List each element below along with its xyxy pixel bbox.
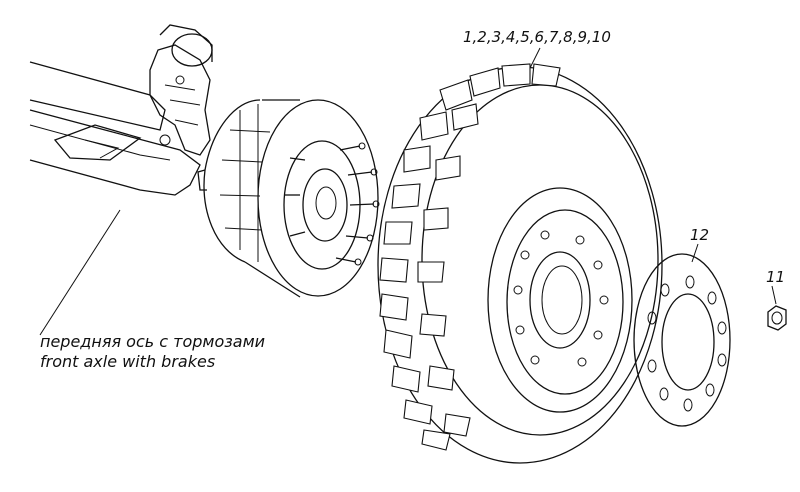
axle-caption-ru: передняя ось с тормозами (40, 332, 266, 351)
clamp-ring-icon (633, 253, 731, 427)
brake-drum-hub-icon (197, 99, 380, 298)
front-axle-icon (29, 24, 213, 196)
wheel-nut-icon (767, 305, 787, 331)
nut-callout: 11 (766, 268, 786, 286)
leader-lines (39, 47, 777, 336)
wheel-parts-callout: 1,2,3,4,5,6,7,8,9,10 (463, 28, 611, 46)
ring-callout: 12 (690, 226, 710, 244)
axle-caption-en: front axle with brakes (40, 352, 216, 371)
wheel-tire-icon (377, 63, 663, 464)
